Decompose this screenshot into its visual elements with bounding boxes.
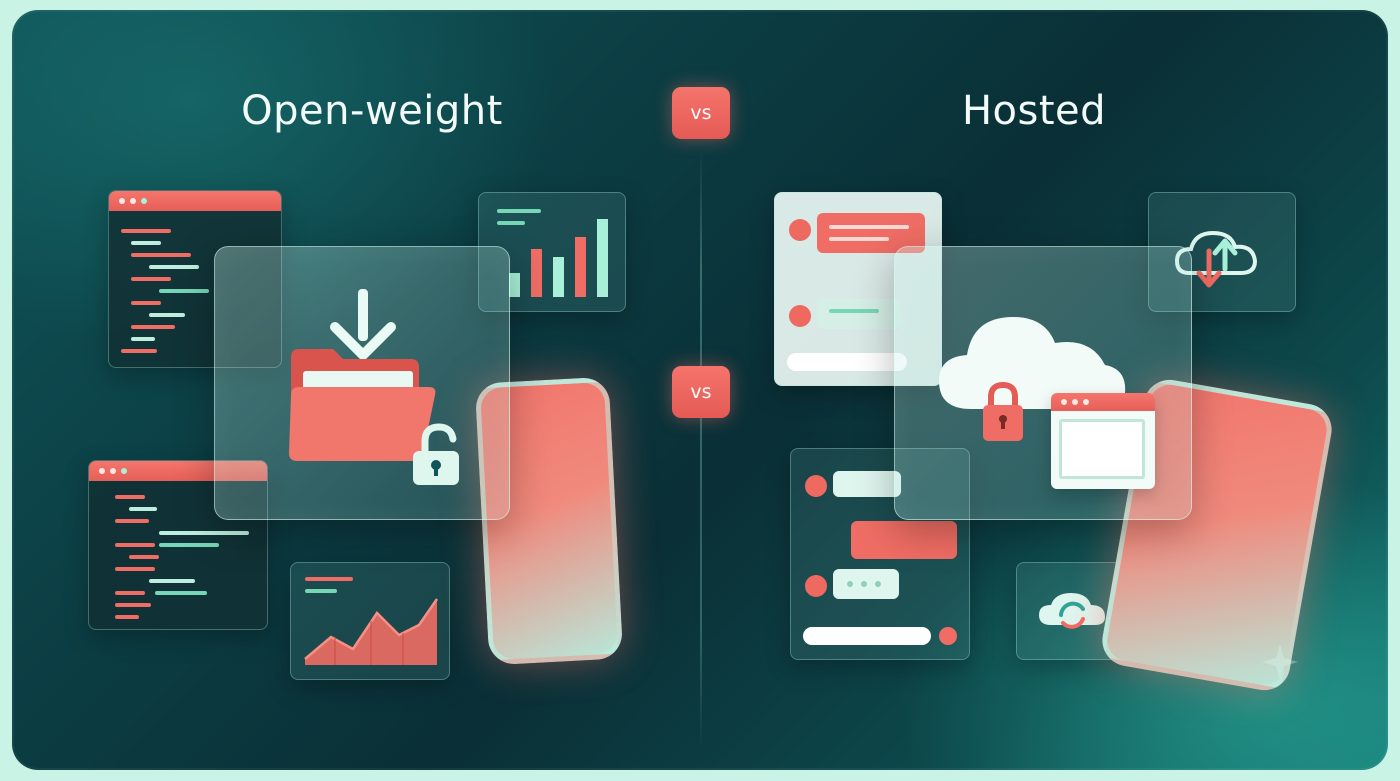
browser-window-icon	[1051, 393, 1155, 489]
comparison-illustration: Open-weight Hosted vs vs	[12, 10, 1388, 770]
code-window-icon	[108, 190, 282, 368]
download-folder-icon	[289, 289, 436, 461]
cloud-sync-icon	[1148, 192, 1296, 312]
cloud-lock-icon	[939, 317, 1126, 441]
open-weight-heading: Open-weight	[241, 88, 503, 134]
hosted-card	[894, 246, 1192, 520]
chat-window-icon	[774, 192, 942, 386]
area-chart-icon	[290, 562, 450, 680]
hosted-heading: Hosted	[961, 88, 1107, 134]
vs-badge-top: vs	[672, 87, 730, 139]
sparkle-icon	[1262, 644, 1298, 680]
center-divider	[700, 150, 702, 750]
vs-badge-middle: vs	[672, 366, 730, 418]
chat-window-icon-2	[790, 448, 970, 660]
code-window-icon-2	[88, 460, 268, 630]
open-weight-card	[214, 246, 510, 520]
send-icon	[939, 627, 957, 645]
unlock-icon	[413, 423, 459, 485]
